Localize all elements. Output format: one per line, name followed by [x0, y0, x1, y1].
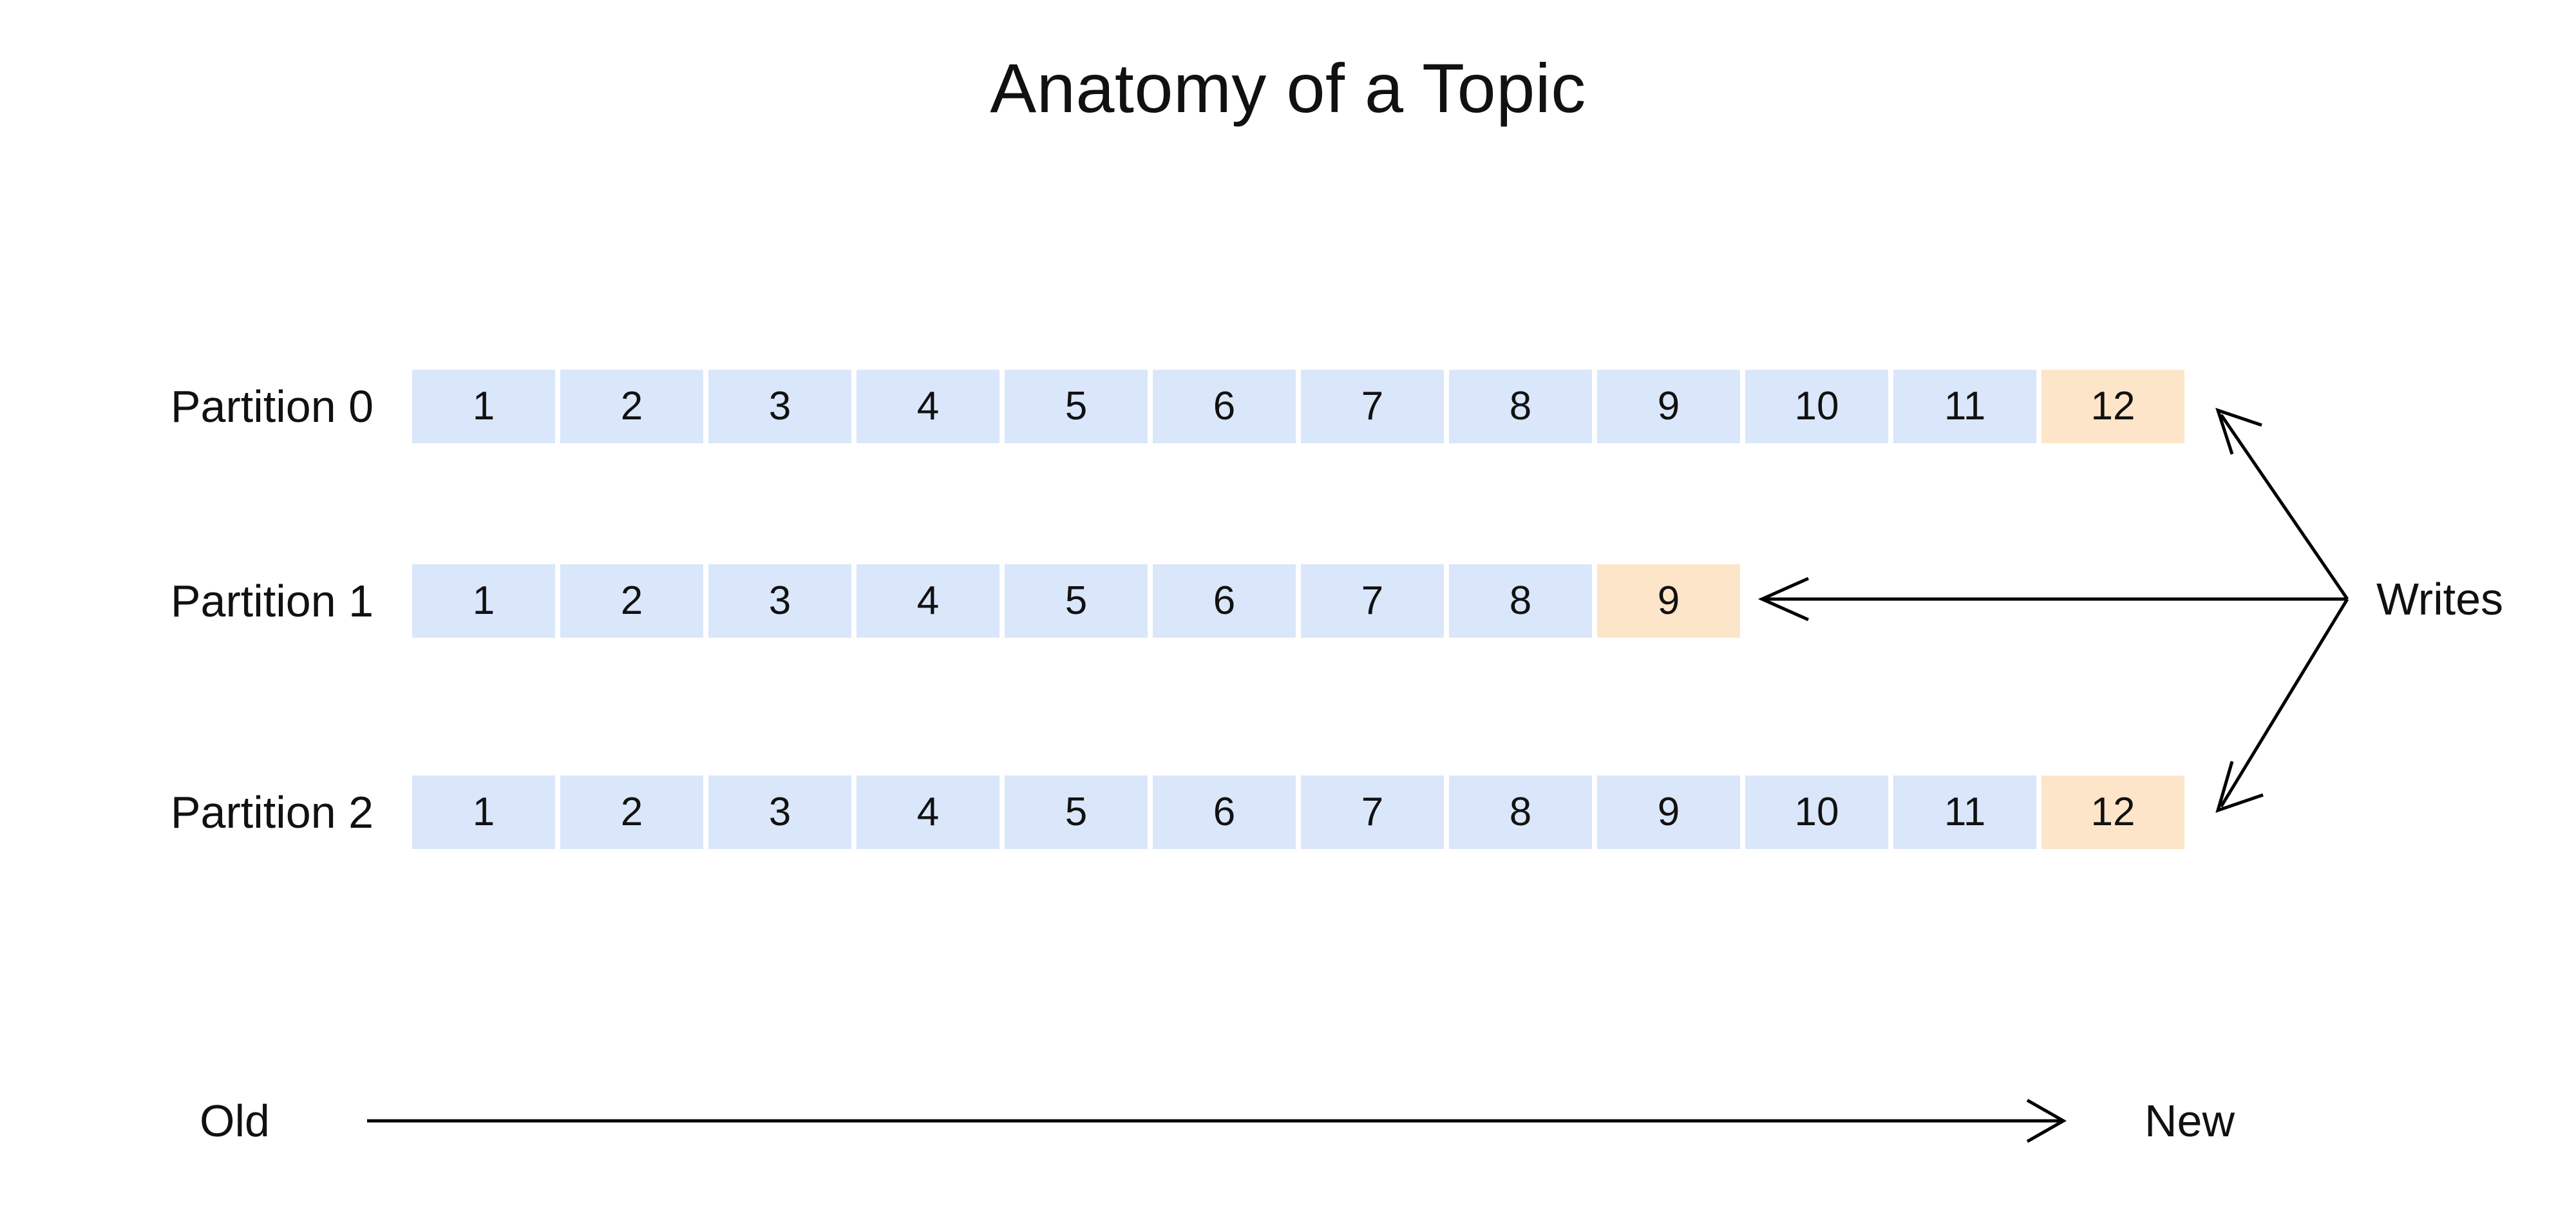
log-cell: 4 — [857, 564, 999, 638]
log-cell: 8 — [1449, 564, 1592, 638]
page-title: Anatomy of a Topic — [990, 49, 1586, 127]
log-cell: 1 — [412, 564, 555, 638]
log-cell: 7 — [1301, 776, 1444, 849]
log-cell: 2 — [560, 564, 703, 638]
log-cell: 11 — [1893, 370, 2036, 443]
log-cell: 3 — [708, 370, 851, 443]
log-cell: 9 — [1597, 370, 1740, 443]
log-cell: 4 — [857, 370, 999, 443]
log-cell: 3 — [708, 564, 851, 638]
log-cell: 3 — [708, 776, 851, 849]
partition-row-2: Partition 2 1 2 3 4 5 6 7 8 9 10 11 12 — [171, 776, 2184, 849]
log-cell-incoming: 9 — [1597, 564, 1740, 638]
log-cell: 10 — [1745, 370, 1888, 443]
log-cell: 7 — [1301, 370, 1444, 443]
log-cell: 6 — [1153, 776, 1296, 849]
log-cell-incoming: 12 — [2041, 776, 2184, 849]
log-cell: 2 — [560, 776, 703, 849]
age-axis-arrow — [367, 1098, 2067, 1143]
log-cell: 4 — [857, 776, 999, 849]
axis-label-new: New — [2145, 1096, 2235, 1146]
log-cell: 8 — [1449, 776, 1592, 849]
log-cell: 1 — [412, 776, 555, 849]
log-cell: 6 — [1153, 564, 1296, 638]
log-cell: 5 — [1005, 564, 1148, 638]
write-arrow-partition-2 — [2215, 598, 2349, 813]
log-cell: 2 — [560, 370, 703, 443]
log-cell: 6 — [1153, 370, 1296, 443]
log-cell: 5 — [1005, 776, 1148, 849]
log-cell: 1 — [412, 370, 555, 443]
axis-label-old: Old — [200, 1096, 270, 1146]
partition-row-0: Partition 0 1 2 3 4 5 6 7 8 9 10 11 12 — [171, 370, 2184, 443]
log-cell: 11 — [1893, 776, 2036, 849]
partition-row-1: Partition 1 1 2 3 4 5 6 7 8 9 — [171, 564, 1740, 638]
log-cell: 8 — [1449, 370, 1592, 443]
log-cell: 5 — [1005, 370, 1148, 443]
log-cell: 10 — [1745, 776, 1888, 849]
writes-label: Writes — [2376, 574, 2504, 624]
write-arrow-partition-1 — [1757, 577, 2347, 622]
partition-label-1: Partition 1 — [170, 576, 374, 626]
write-arrow-partition-0 — [2215, 408, 2349, 600]
partition-label-0: Partition 0 — [170, 381, 374, 432]
log-cell: 9 — [1597, 776, 1740, 849]
log-cell: 7 — [1301, 564, 1444, 638]
partition-label-2: Partition 2 — [170, 787, 374, 837]
log-cell-incoming: 12 — [2041, 370, 2184, 443]
